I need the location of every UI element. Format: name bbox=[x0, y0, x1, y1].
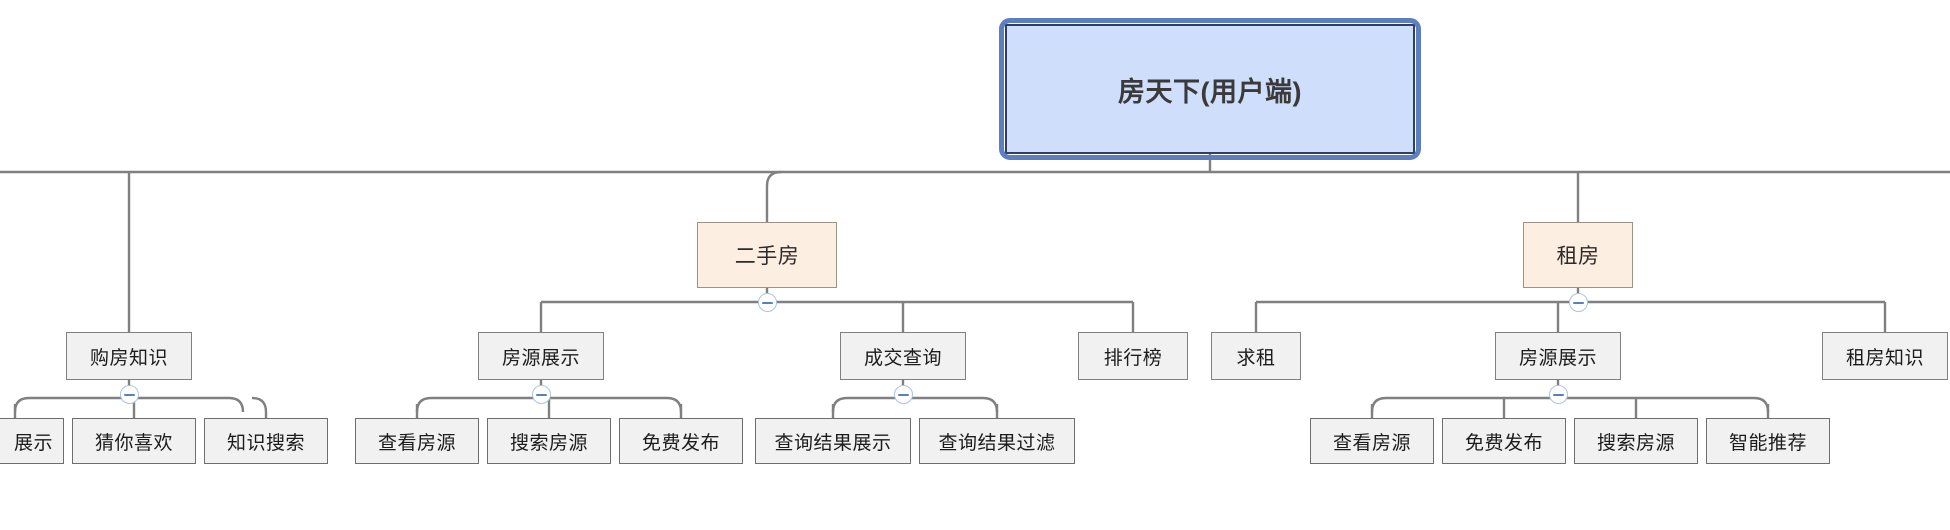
leaf-node-chaxun-jieguo-zhanshi[interactable]: 查询结果展示 bbox=[755, 418, 911, 464]
collapse-toggle-goufang-zhishi[interactable] bbox=[119, 385, 139, 404]
edge-z-fy-bar bbox=[1370, 396, 1770, 413]
collapse-toggle-zufang-fangyuan[interactable] bbox=[1548, 385, 1568, 404]
collapse-toggle-ershoufang[interactable] bbox=[757, 293, 777, 312]
leaf-node-chaxun-jieguo-guolv[interactable]: 查询结果过滤 bbox=[919, 418, 1075, 464]
leaf-node-ershoufang-chakan-fangyuan[interactable]: 查看房源 bbox=[355, 418, 479, 464]
leaf-node-zhishi-sousuo[interactable]: 知识搜索 bbox=[204, 418, 328, 464]
leaf-node-ershoufang-mianfei-fabu[interactable]: 免费发布 bbox=[619, 418, 743, 464]
node-ershoufang-fangyuan-zhanshi[interactable]: 房源展示 bbox=[478, 332, 604, 380]
node-goufang-zhishi[interactable]: 购房知识 bbox=[66, 332, 192, 380]
collapse-toggle-ershoufang-fangyuan[interactable] bbox=[531, 385, 551, 404]
edge-bar-to-ershoufang bbox=[765, 170, 782, 222]
category-node-ershoufang[interactable]: 二手房 bbox=[697, 222, 837, 288]
leaf-node-zufang-sousuo-fangyuan[interactable]: 搜索房源 bbox=[1574, 418, 1698, 464]
root-node[interactable]: 房天下(用户端) bbox=[1005, 24, 1415, 154]
category-node-zufang[interactable]: 租房 bbox=[1523, 222, 1633, 288]
node-qiuzu[interactable]: 求租 bbox=[1211, 332, 1301, 380]
leaf-node-zufang-mianfei-fabu[interactable]: 免费发布 bbox=[1442, 418, 1566, 464]
edge-to-g-ss bbox=[251, 396, 268, 418]
leaf-node-zhineng-tuijian[interactable]: 智能推荐 bbox=[1706, 418, 1830, 464]
collapse-toggle-zufang[interactable] bbox=[1568, 293, 1588, 312]
leaf-node-zhanshi[interactable]: 展示 bbox=[0, 418, 64, 464]
collapse-toggle-chengjiao-chaxun[interactable] bbox=[893, 385, 913, 404]
leaf-node-ershoufang-sousuo-fangyuan[interactable]: 搜索房源 bbox=[487, 418, 611, 464]
leaf-node-cainixihuan[interactable]: 猜你喜欢 bbox=[72, 418, 196, 464]
node-paihangbang[interactable]: 排行榜 bbox=[1078, 332, 1188, 380]
node-chengjiao-chaxun[interactable]: 成交查询 bbox=[840, 332, 966, 380]
node-zufang-fangyuan-zhanshi[interactable]: 房源展示 bbox=[1495, 332, 1621, 380]
leaf-node-zufang-chakan-fangyuan[interactable]: 查看房源 bbox=[1310, 418, 1434, 464]
node-zufang-zhishi[interactable]: 租房知识 bbox=[1822, 332, 1948, 380]
edge-e-cj-bar bbox=[831, 396, 999, 413]
